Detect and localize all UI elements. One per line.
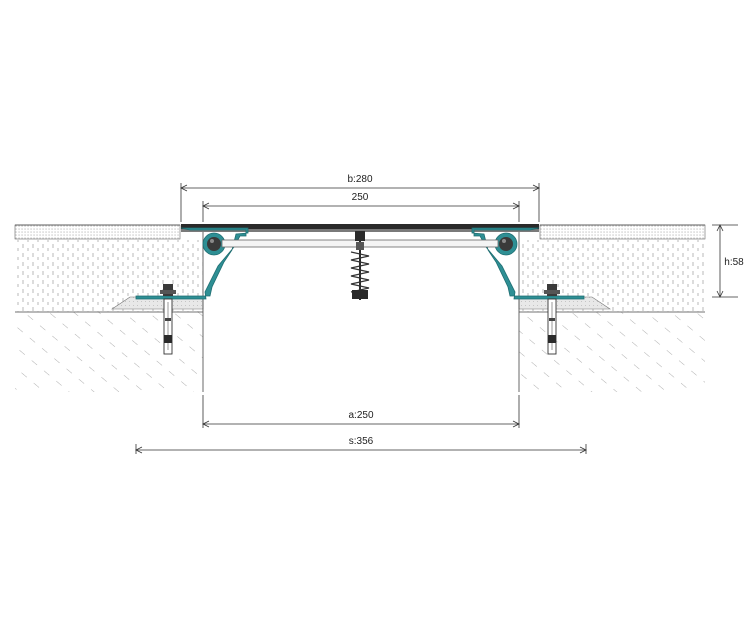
right-concrete-base [519,312,705,392]
right-anchor-bolt [544,284,560,355]
left-concrete-base [15,312,203,392]
dimension-label-a: a:250 [348,410,373,421]
left-anchor-bolt [160,284,176,355]
left-slab [14,224,204,392]
dimension-label-b: b:280 [347,174,372,185]
dimension-label-s: s:356 [349,436,374,447]
left-gasket [207,237,221,251]
left-surface-layer [14,224,181,240]
right-gasket [499,237,513,251]
cover-plate [181,224,539,229]
right-surface-layer [539,224,706,240]
dimension-label-h: h:58 [724,257,744,268]
dimension-lines [135,183,738,454]
cover-plate-edge [181,229,539,232]
right-slab [518,224,706,392]
centering-spring [350,231,370,300]
dimension-label-inner: 250 [352,192,369,203]
